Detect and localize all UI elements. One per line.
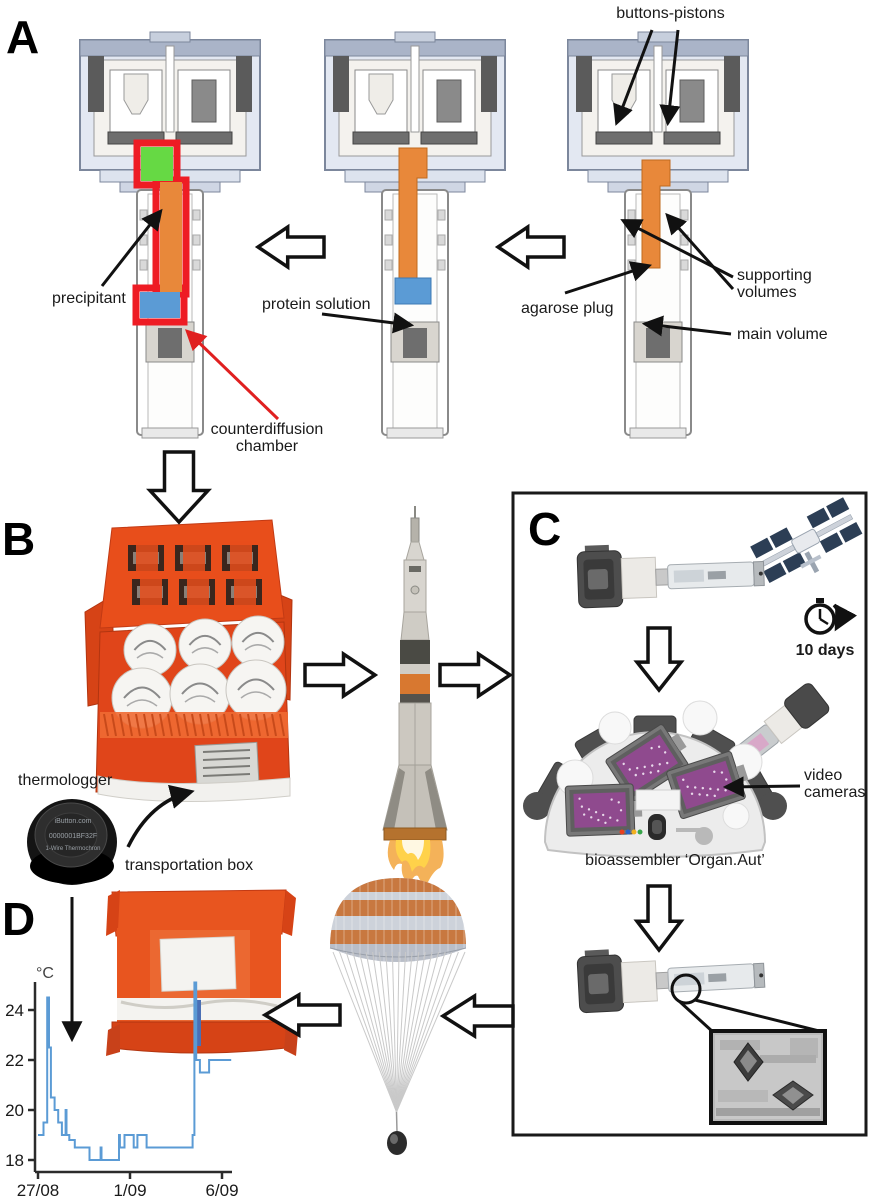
flow-arrow: [439, 992, 515, 1040]
annotation-arrow: [184, 329, 280, 421]
flow-arrow: [438, 650, 514, 700]
crystal-micrograph: [709, 1029, 827, 1125]
annotation-arrow-g: [659, 29, 681, 127]
annotation-arrow-g: [184, 329, 280, 421]
annotation-arrow-g: [722, 776, 801, 798]
annotation-arrow: [100, 208, 163, 287]
panel-label-a: A: [6, 11, 40, 63]
crystallization-chamber-device: [576, 544, 765, 609]
annotation-arrow-g: [564, 261, 652, 295]
label-buttons-pistons: buttons-pistons: [616, 5, 725, 22]
crystallization-chamber-device-returned: [576, 949, 766, 1014]
chart-x-tick: 27/08: [17, 1181, 60, 1200]
flow-arrow: [261, 991, 342, 1039]
flow-arrow: [146, 450, 212, 525]
label-supporting-volumes: supporting volumes: [737, 267, 812, 302]
label-10-days: 10 days: [795, 642, 855, 659]
annotation-arrow: [641, 315, 732, 337]
annotation-arrow: [321, 312, 415, 334]
flow-arrow-left: [254, 223, 326, 271]
temperature-chart: °C 18 20 22 24 27/08 1/09 6/09: [5, 965, 238, 1200]
duration-clock-icon: [804, 598, 858, 635]
annotation-arrow-g: [641, 315, 732, 337]
soyuz-rocket: [382, 506, 448, 884]
panel-label-b: B: [2, 513, 36, 565]
label-counterdiffusion-chamber: counterdiffusion chamber: [210, 421, 324, 456]
rocket-flame: [387, 840, 444, 884]
chart-x-tick: 6/09: [205, 1181, 238, 1200]
flow-arrow-left: [439, 992, 515, 1040]
thermologger-ibutton: [27, 799, 117, 885]
label-video-cameras: video cameras: [804, 767, 866, 802]
flow-arrow-right: [303, 650, 379, 700]
label-bioassembler: bioassembler ‘Organ.Aut’: [585, 852, 765, 869]
annotation-arrow-g: [321, 312, 415, 334]
open-transport-box: [84, 519, 293, 803]
flow-arrow: [303, 650, 379, 700]
video-camera-screen: [564, 783, 643, 837]
closed-transport-box: [106, 889, 298, 1056]
chart-x-tick: 1/09: [113, 1181, 146, 1200]
chart-y-tick: 24: [5, 1001, 24, 1020]
thermologger-arrow: [126, 784, 195, 848]
label-main-volume: main volume: [737, 326, 828, 343]
flow-arrow-down: [146, 450, 212, 525]
chart-y-tick: 20: [5, 1101, 24, 1120]
panel-label-d: D: [2, 893, 36, 945]
chart-y-tick: 18: [5, 1151, 24, 1170]
chart-series-temperature: [38, 981, 232, 1161]
label-protein-solution: protein solution: [262, 296, 371, 313]
label-agarose-plug: agarose plug: [521, 300, 614, 317]
bioassembler-organaut: [523, 683, 830, 858]
chamber-diagram-initial: [567, 31, 749, 439]
annotation-arrow-g: [613, 29, 654, 126]
annotation-arrow-g: [100, 208, 163, 287]
flow-arrow-right: [438, 650, 514, 700]
label-precipitant: precipitant: [52, 290, 126, 307]
chamber-diagram-protein: [324, 31, 506, 439]
panel-c-border: [511, 491, 868, 1137]
magnifier-callout: [670, 973, 827, 1125]
flow-arrow: [494, 223, 566, 271]
panel-label-c: C: [528, 503, 562, 555]
flow-arrow: [633, 884, 685, 953]
flow-arrow-down: [633, 884, 685, 953]
annotation-arrow-g: [665, 212, 735, 290]
chart-y-tick: 22: [5, 1051, 24, 1070]
thermologger-curved-arrow: [126, 784, 195, 848]
annotation-arrow: [665, 212, 735, 290]
chamber-diagram-activated: [79, 31, 261, 439]
chart-y-axis-unit: °C: [36, 965, 54, 982]
annotation-arrow: [564, 261, 652, 295]
video-camera-screen: [666, 750, 749, 820]
label-transportation-box: transportation box: [125, 857, 254, 874]
flow-arrow: [254, 223, 326, 271]
label-thermologger: thermologger: [18, 772, 113, 789]
iss-icon: [749, 496, 864, 585]
flow-arrow: [633, 626, 685, 693]
annotation-arrow: [722, 776, 801, 798]
panel-c-frame: [511, 491, 868, 1137]
video-camera-screen: [605, 724, 689, 802]
annotation-arrow: [659, 29, 681, 127]
annotation-arrow: [613, 29, 654, 126]
flow-arrow-left: [494, 223, 566, 271]
flow-arrow-down: [633, 626, 685, 693]
flow-arrow-left: [261, 991, 342, 1039]
